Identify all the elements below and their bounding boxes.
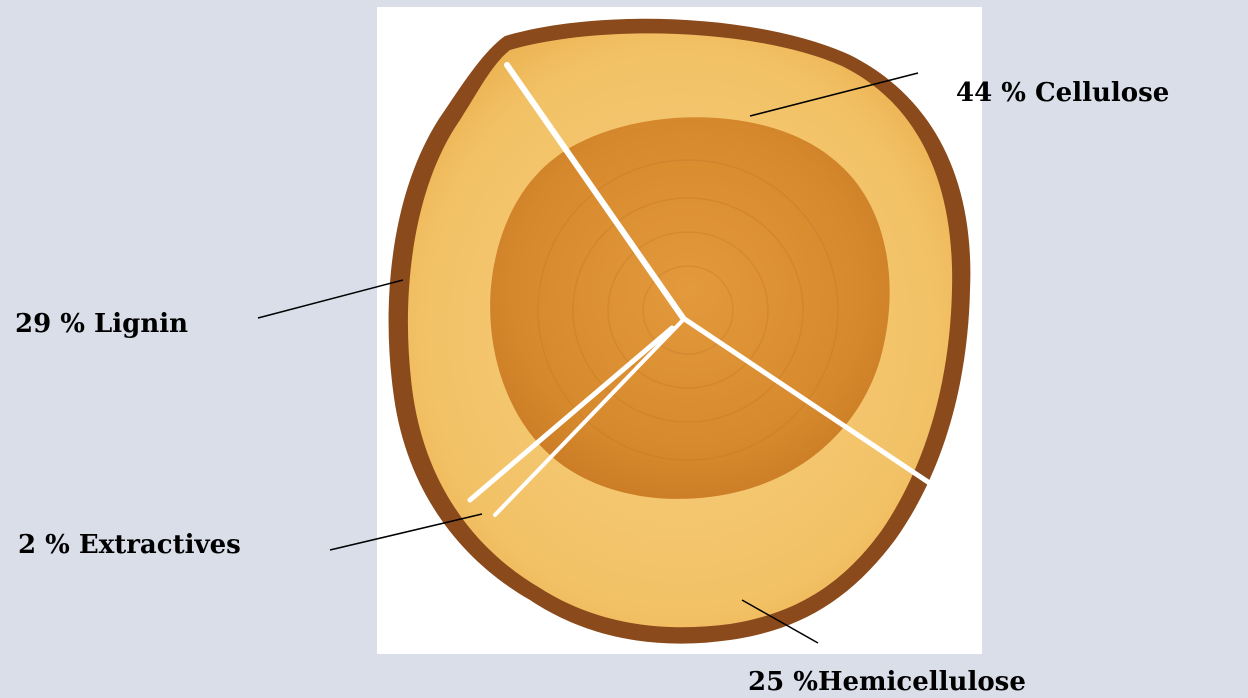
cellulose-label: 44 % Cellulose (956, 80, 1169, 106)
lignin-leader-line (258, 280, 403, 318)
heartwood (490, 117, 890, 499)
lignin-label: 29 % Lignin (15, 311, 188, 337)
extractives-label: 2 % Extractives (18, 532, 241, 558)
hemicellulose-label: 25 %Hemicellulose (748, 669, 1026, 695)
